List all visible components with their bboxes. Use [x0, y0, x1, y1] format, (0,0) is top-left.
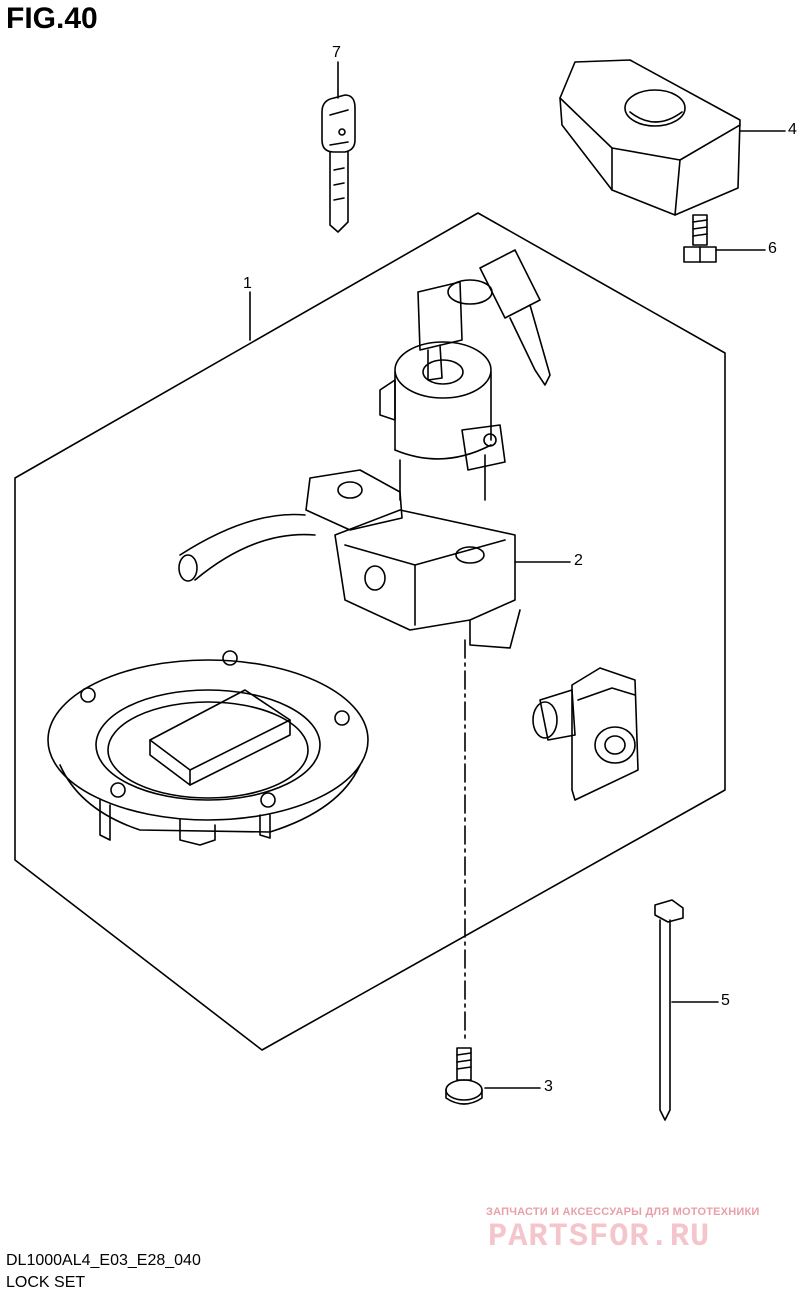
screw-icon: [445, 1047, 483, 1105]
ignition-switch-icon: [178, 249, 551, 649]
fuel-cap-icon: [47, 650, 369, 846]
callout-4: 4: [788, 121, 797, 138]
seat-lock-cylinder-icon: [532, 667, 639, 801]
callout-1: 1: [243, 275, 252, 292]
callout-6: 6: [768, 240, 777, 257]
leader-lines: [249, 61, 786, 1089]
lock-set-kit-outline: [14, 212, 726, 1051]
callout-2: 2: [574, 552, 583, 569]
section-name: LOCK SET: [6, 1274, 86, 1291]
watermark-tagline: ЗАПЧАСТИ И АКСЕССУАРЫ ДЛЯ МОТОТЕХНИКИ: [486, 1206, 760, 1218]
cable-tie-icon: [654, 899, 684, 1121]
callout-7: 7: [332, 44, 341, 61]
spare-key-icon: [321, 94, 356, 233]
bolt-icon: [683, 214, 717, 263]
callout-3: 3: [544, 1078, 553, 1095]
model-code: DL1000AL4_E03_E28_040: [6, 1252, 201, 1269]
seat-lock-cover-icon: [559, 59, 741, 216]
watermark-brand: PARTSFOR.RU: [488, 1218, 711, 1255]
figure-title: FIG.40: [6, 2, 98, 35]
callout-5: 5: [721, 992, 730, 1009]
